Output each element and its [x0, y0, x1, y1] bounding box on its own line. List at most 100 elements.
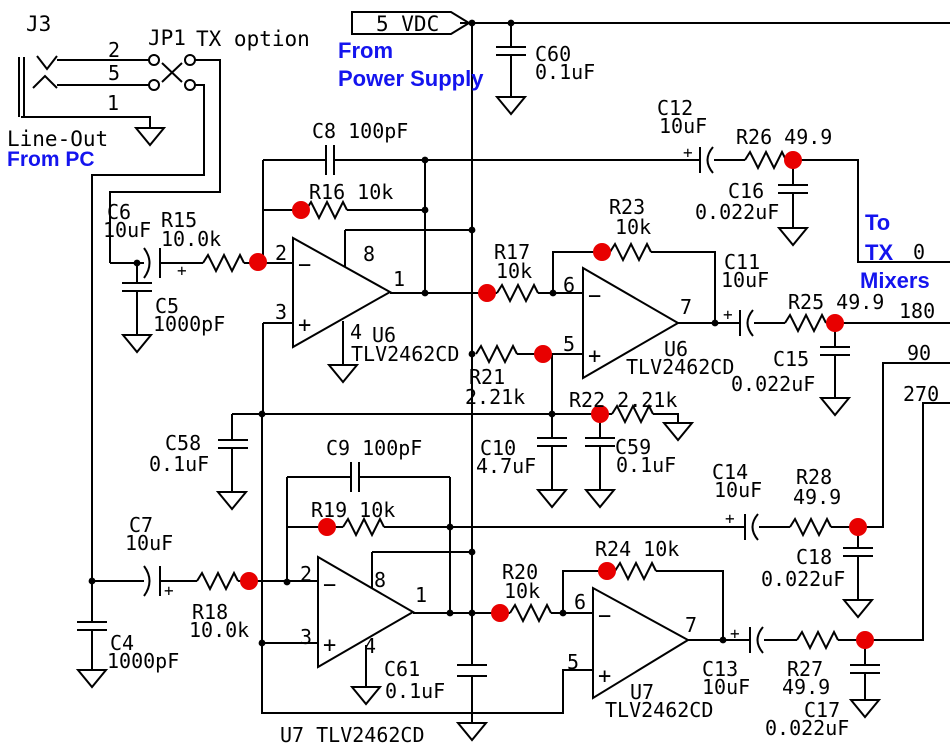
ground-icon: [326, 364, 360, 384]
resistor-r25: [784, 312, 827, 334]
ground-icon: [818, 397, 852, 417]
wire-phase270-line: [688, 402, 950, 641]
u7a-label: U7 TLV2462CD: [280, 723, 425, 747]
r18-ref: R18: [192, 600, 228, 624]
ground-icon: [535, 489, 569, 509]
u7a-pin-out: 1: [415, 583, 427, 607]
c13-ref: C13: [702, 657, 738, 681]
wire-jack-tip: [36, 55, 149, 71]
resistor-r23: [609, 241, 652, 263]
jumper-pad-icon: [184, 79, 196, 91]
u6a-pin-out: 1: [393, 267, 405, 291]
jumper-ref: JP1: [148, 26, 186, 50]
u6b-pin-out: 7: [680, 295, 692, 319]
u6a-part: TLV2462CD: [351, 342, 459, 366]
c61-val: 0.1uF: [385, 679, 445, 703]
u6b-ref: U6: [664, 337, 688, 361]
u6a-pin-vcc: 8: [363, 242, 375, 266]
c11-plus-icon: +: [723, 305, 733, 324]
c8-label: C8 100pF: [312, 119, 408, 143]
u6a-pin-inv: 2: [275, 241, 287, 265]
c6-plus-icon: +: [177, 261, 187, 280]
u7a-pin-ninv: 3: [300, 625, 312, 649]
symbols: [75, 11, 882, 742]
opamp-u7b-symbol: [592, 586, 690, 700]
power-flag-symbol: [351, 11, 471, 35]
u7b-pin-out: 7: [685, 613, 697, 637]
capacitor-c8: [325, 145, 335, 175]
r21-ref: R21: [469, 365, 505, 389]
wire-jumper-to-bottom-channel: [91, 84, 205, 581]
c14-plus-icon: +: [725, 509, 735, 528]
resistor-r17: [496, 282, 539, 304]
wire-jack-ring: [32, 74, 149, 89]
u6b-minus-icon: −: [588, 284, 601, 309]
to-mixers-note-3: Mixers: [860, 268, 930, 293]
phase-180-label: 180: [899, 299, 935, 323]
capacitor-c17: [850, 664, 880, 674]
junction-dot: [283, 578, 291, 586]
capacitor-c60: [496, 46, 526, 56]
phase-0-label: 0: [913, 240, 925, 264]
jack-ref: J3: [26, 12, 51, 36]
c59-val: 0.1uF: [616, 453, 676, 477]
c58-val: 0.1uF: [149, 452, 209, 476]
r22-label: R22 2.21k: [569, 388, 677, 412]
jumper-note: TX option: [196, 27, 310, 51]
c5-val: 1000pF: [153, 312, 225, 336]
junction-dot: [421, 206, 429, 214]
jumper-pad-icon: [148, 79, 160, 91]
c15-val: 0.022uF: [731, 372, 815, 396]
r28-val: 49.9: [793, 485, 841, 509]
junction-dot: [421, 156, 429, 164]
red-marker-dot: [826, 314, 844, 332]
ground-icon: [661, 422, 695, 442]
u6a-plus-icon: +: [298, 313, 311, 338]
power-note-2: Power Supply: [338, 66, 484, 91]
c61-ref: C61: [384, 657, 420, 681]
wire-jumper-to-top-channel: [109, 59, 221, 263]
wire-u7a-pin8: [371, 551, 472, 589]
c14-ref: C14: [712, 460, 748, 484]
junction-dot: [468, 609, 476, 617]
opamp-u7a-symbol: [317, 555, 415, 669]
red-marker-dot: [534, 345, 552, 363]
junction-dot: [258, 639, 266, 647]
r18-val: 10.0k: [189, 618, 249, 642]
wire-r23-loop: [552, 251, 716, 323]
resistor-r27: [796, 629, 839, 651]
u6a-minus-icon: −: [298, 253, 311, 278]
jumper-cross-icon: [161, 62, 183, 83]
c59-ref: C59: [615, 435, 651, 459]
phase-90-label: 90: [907, 341, 931, 365]
junction-dot: [711, 319, 719, 327]
resistor-r19: [342, 516, 385, 538]
c16-ref: C16: [728, 179, 764, 203]
ground-icon: [583, 489, 617, 509]
c17-ref: C17: [804, 698, 840, 722]
resistor-r28: [789, 516, 832, 538]
capacitor-c10: [537, 437, 567, 447]
c12-ref: C12: [657, 96, 693, 120]
c12-plus-icon: +: [683, 143, 693, 162]
junction-dot: [258, 410, 266, 418]
ground-icon: [776, 227, 810, 247]
capacitor-c15: [820, 346, 850, 356]
c10-ref: C10: [480, 436, 516, 460]
junction-dot: [468, 548, 476, 556]
red-marker-dot: [784, 151, 802, 169]
resistor-r22: [611, 403, 654, 425]
u6a-ref: U6: [372, 323, 396, 347]
wire-jack-sleeve: [21, 116, 151, 128]
capacitor-c58: [218, 439, 248, 449]
capacitor-c12: [699, 146, 714, 174]
junction-dot: [719, 636, 727, 644]
capacitor-c5: [122, 282, 152, 292]
u6a-pin-gnd: 4: [350, 320, 362, 344]
u7b-part: TLV2462CD: [605, 698, 713, 722]
capacitor-c59: [585, 437, 615, 447]
wire-phase0-line: [425, 159, 950, 263]
u6b-part: TLV2462CD: [626, 355, 734, 379]
u7b-pin-inv: 6: [574, 590, 586, 614]
r24-label: R24 10k: [595, 537, 679, 561]
